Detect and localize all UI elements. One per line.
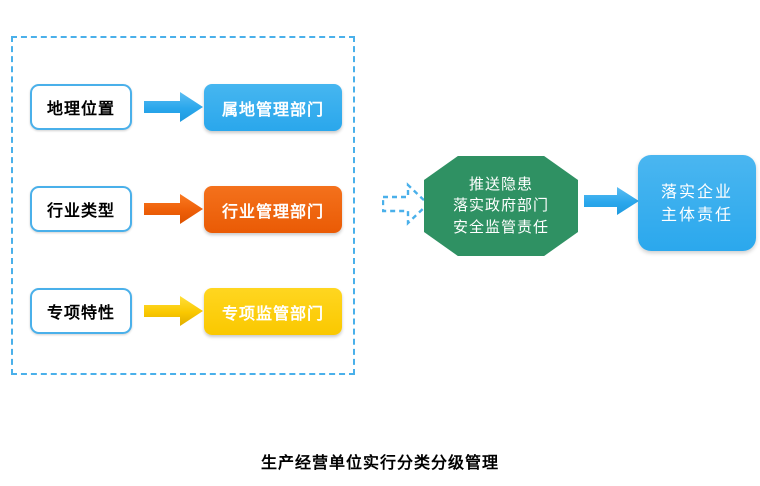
result-box-enterprise-duty[interactable]: 落实企业 主体责任 bbox=[638, 155, 756, 251]
result-line-1: 落实企业 bbox=[660, 181, 733, 201]
octagon-line-1: 推送隐患 bbox=[468, 175, 533, 194]
arrow-geography-to-department bbox=[144, 92, 203, 122]
octagon-line-2: 落实政府部门 bbox=[452, 196, 549, 215]
department-box-industry[interactable]: 行业管理部门 bbox=[204, 186, 342, 233]
arrow-octagon-to-result bbox=[584, 187, 639, 215]
source-chip-special[interactable]: 专项特性 bbox=[30, 288, 132, 334]
department-box-special[interactable]: 专项监管部门 bbox=[204, 288, 342, 335]
department-box-territorial[interactable]: 属地管理部门 bbox=[204, 84, 342, 131]
arrow-special-to-department bbox=[144, 296, 203, 326]
arrow-industry-to-department bbox=[144, 194, 203, 224]
result-line-2: 主体责任 bbox=[660, 205, 733, 224]
source-chip-geography[interactable]: 地理位置 bbox=[30, 84, 132, 130]
octagon-line-3: 安全监管责任 bbox=[452, 217, 549, 236]
dashed-block-arrow-icon bbox=[382, 182, 430, 226]
diagram-caption: 生产经营单位实行分类分级管理 bbox=[260, 453, 499, 472]
octagon-government-duty[interactable]: 推送隐患 落实政府部门 安全监管责任 bbox=[424, 156, 578, 256]
classification-group-box bbox=[11, 36, 355, 375]
source-chip-industry[interactable]: 行业类型 bbox=[30, 186, 132, 232]
